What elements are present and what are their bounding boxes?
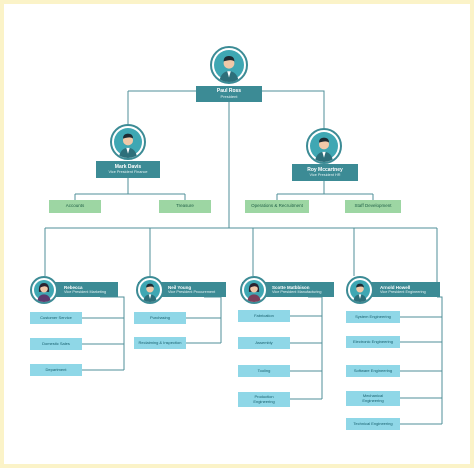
president-card[interactable]: Paul Ross President	[196, 86, 262, 102]
item-tooling[interactable]: Tooling	[238, 365, 290, 377]
item-label: Software Engineering	[353, 367, 393, 373]
item-label: Electronic Engineering	[352, 338, 394, 344]
president-name: Paul Ross	[216, 88, 242, 95]
president-avatar	[210, 46, 248, 84]
vp-finance-name: Mark Davis	[114, 163, 142, 170]
item-mechanical-engineering[interactable]: Mechanical Engineering	[346, 391, 400, 406]
manager-title: Vice President Marketing	[64, 289, 107, 294]
dept-label: Staff Development	[354, 203, 392, 209]
vp-finance-title: Vice President Finance	[108, 170, 148, 175]
connector-line	[100, 296, 125, 370]
item-electronic-engineering[interactable]: Electronic Engineering	[346, 336, 400, 348]
manager-name: Arnold Howell	[380, 284, 411, 290]
item-fabrication[interactable]: Fabrication	[238, 310, 290, 322]
item-purchasing[interactable]: Purchasing	[134, 312, 186, 324]
vp-hr-avatar	[306, 128, 342, 164]
manager-avatar-neil-young	[136, 276, 164, 304]
item-domestic-sales[interactable]: Domestic Sales	[30, 338, 82, 350]
item-reclaiming-inspection[interactable]: Reclaiming & Inspection	[134, 337, 186, 349]
item-software-engineering[interactable]: Software Engineering	[346, 365, 400, 377]
vp-hr-card[interactable]: Roy Mccartney Vice President HR	[292, 164, 358, 181]
dept-accounts[interactable]: Accounts	[49, 200, 101, 213]
male-avatar-icon	[118, 133, 138, 158]
connector-line	[308, 296, 323, 399]
item-label: Department	[45, 366, 67, 372]
vp-hr-title: Vice President HR	[309, 173, 341, 178]
manager-name: Scotte Matbbison	[272, 284, 310, 290]
item-label: Reclaiming & Inspection	[138, 339, 182, 345]
item-label: Production Engineering	[253, 394, 275, 404]
vp-hr-name: Roy Mccartney	[307, 166, 343, 173]
dept-label: Treasure	[176, 203, 194, 209]
connector-line	[204, 296, 222, 343]
manager-name: Neil Young	[168, 284, 192, 290]
item-customer-service[interactable]: Customer Service	[30, 312, 82, 324]
manager-title: Vice President Procurement	[168, 289, 216, 294]
item-production-engineering[interactable]: Production Engineering	[238, 392, 290, 407]
item-label: Mechanical Engineering	[362, 393, 384, 403]
item-label: Domestic Sales	[42, 340, 70, 346]
connector-line	[262, 90, 325, 128]
manager-avatar-rebecca	[30, 276, 58, 304]
manager-name: Rebecca	[64, 284, 83, 290]
male-avatar-icon	[219, 56, 239, 82]
dept-label: Accounts	[65, 203, 85, 209]
item-label: Customer Service	[40, 314, 72, 320]
female-avatar-icon	[247, 283, 261, 302]
male-avatar-icon	[314, 137, 334, 162]
item-label: Tooling	[257, 367, 271, 373]
president-title: President	[220, 93, 238, 99]
item-label: Fabrication	[254, 312, 274, 318]
dept-treasure[interactable]: Treasure	[159, 200, 211, 213]
dept-staff-development[interactable]: Staff Development	[345, 200, 401, 213]
male-avatar-icon	[143, 283, 157, 302]
manager-avatar-scotte	[240, 276, 268, 304]
item-label: Purchasing	[149, 314, 170, 320]
connector-line	[437, 296, 443, 424]
female-avatar-icon	[37, 283, 51, 302]
item-label: System Engineering	[355, 313, 391, 319]
vp-finance-card[interactable]: Mark Davis Vice President Finance	[96, 161, 160, 178]
item-system-engineering[interactable]: System Engineering	[346, 311, 400, 323]
item-assembly[interactable]: Assembly	[238, 337, 290, 349]
dept-operations-recruitment[interactable]: Operations & Recruitment	[245, 200, 309, 213]
item-label: Technical Engineering	[353, 420, 393, 426]
manager-avatar-arnold-howell	[346, 276, 374, 304]
dept-label: Operations & Recruitment	[251, 203, 303, 209]
item-technical-engineering[interactable]: Technical Engineering	[346, 418, 400, 430]
item-department[interactable]: Department	[30, 364, 82, 376]
male-avatar-icon	[353, 283, 367, 302]
item-label: Assembly	[255, 339, 273, 345]
vp-finance-avatar	[110, 124, 146, 160]
manager-title: Vice President Engineering	[380, 289, 426, 294]
manager-title: Vice President Manufacturing	[272, 289, 322, 294]
